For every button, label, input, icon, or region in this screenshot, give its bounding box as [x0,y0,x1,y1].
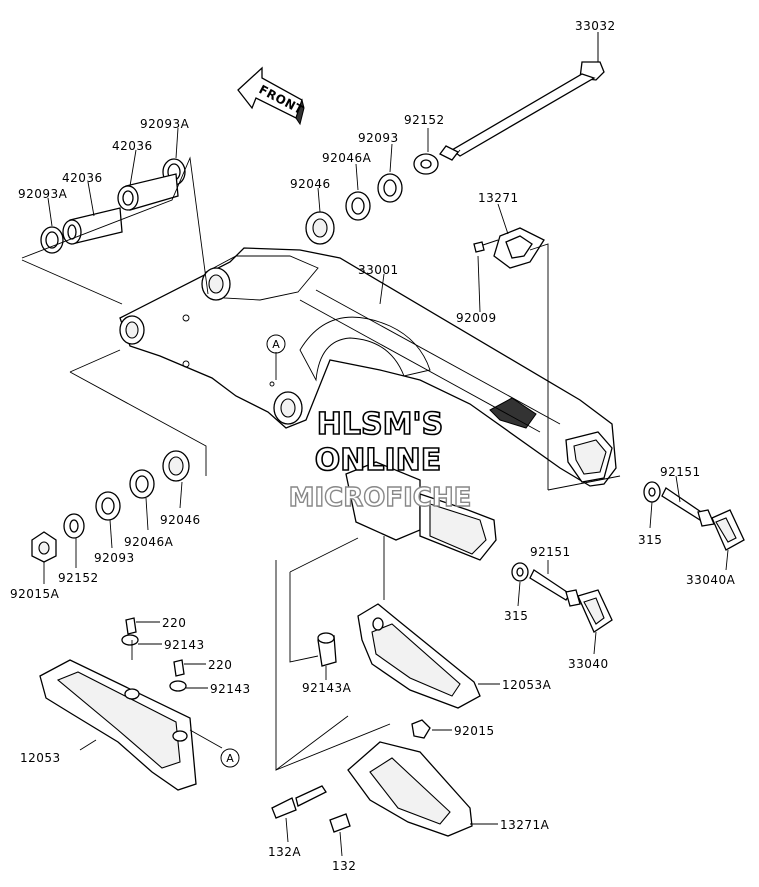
callout-marker-top: A [266,334,286,354]
label-92009: 92009 [456,311,497,325]
label-92143A: 92143A [302,681,352,695]
label-92046: 92046 [160,513,201,527]
bearing-set-top [305,153,439,245]
front-arrow-icon: FRONT [237,66,306,126]
label-92015A: 92015A [10,587,60,601]
label-13271A: 13271A [500,818,550,832]
callout-marker-bottom: A [220,748,240,768]
label-92093A: 92093A [18,187,68,201]
label-92046A: 92046A [322,151,372,165]
adjuster-set-mid [511,562,613,633]
label-33040: 33040 [568,657,609,671]
chain-slider-lower [39,617,197,791]
adjuster-set-right [643,481,745,551]
label-12053A: 12053A [502,678,552,692]
watermark: HLSM'S ONLINE MICROFICHE [288,406,472,514]
label-92143: 92143 [164,638,205,652]
svg-text:A: A [272,338,280,351]
label-220: 220 [162,616,186,630]
bearing-set-bottom [31,450,190,563]
label-92046A: 92046A [124,535,174,549]
label-132A: 132A [268,845,301,859]
chain-guide [271,719,473,837]
part-labels: 33032 92152 92093 92046A 92046 92093A 42… [10,19,736,873]
label-92093: 92093 [358,131,399,145]
label-220: 220 [208,658,232,672]
label-92093: 92093 [94,551,135,565]
label-33040A: 33040A [686,573,736,587]
chain-slider [317,603,481,709]
swingarm-body [119,247,617,487]
label-132: 132 [332,859,356,873]
label-33001: 33001 [358,263,399,277]
label-92143: 92143 [210,682,251,696]
label-92093A: 92093A [140,117,190,131]
watermark-line-1: HLSM'S [317,407,443,442]
svg-text:A: A [226,752,234,765]
label-315: 315 [504,609,528,623]
label-42036: 42036 [62,171,103,185]
label-33032: 33032 [575,19,616,33]
watermark-line-2: ONLINE [315,443,442,478]
chain-adjuster-block [345,461,497,561]
label-12053: 12053 [20,751,61,765]
label-42036: 42036 [112,139,153,153]
watermark-line-3: MICROFICHE [289,483,472,513]
label-92015: 92015 [454,724,495,738]
guard-plate [473,227,545,269]
pivot-shaft [439,32,605,161]
bearing-sleeve-set-top [40,158,186,254]
label-92046: 92046 [290,177,331,191]
label-92152: 92152 [404,113,445,127]
label-92152: 92152 [58,571,99,585]
label-315: 315 [638,533,662,547]
leader-lines [21,156,621,771]
label-92151: 92151 [660,465,701,479]
label-leaders [43,32,729,857]
label-13271: 13271 [478,191,519,205]
label-92151: 92151 [530,545,571,559]
